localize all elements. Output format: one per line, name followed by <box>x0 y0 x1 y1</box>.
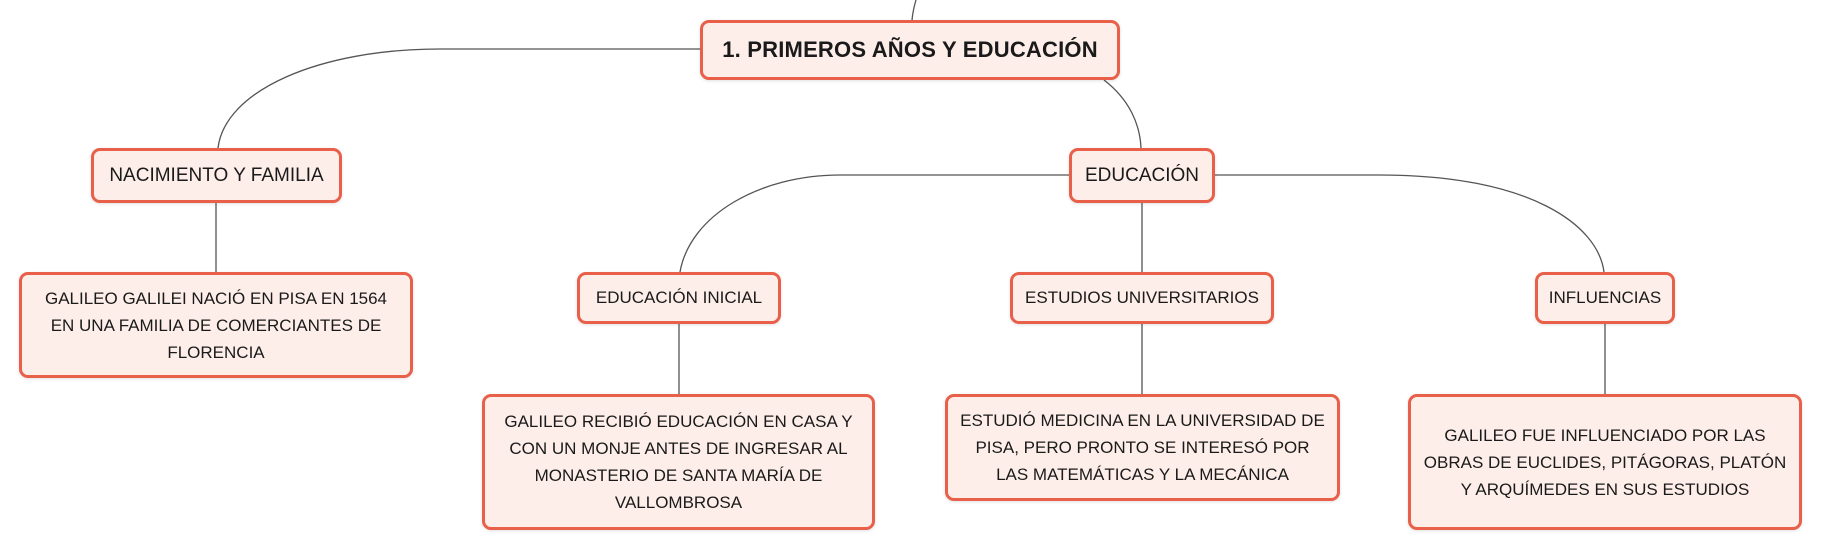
estudios-universitarios-detail-node[interactable]: ESTUDIÓ MEDICINA EN LA UNIVERSIDAD DE PI… <box>945 394 1340 501</box>
nacimiento-detail-node[interactable]: GALILEO GALILEI NACIÓ EN PISA EN 1564 EN… <box>19 272 413 378</box>
connector-root-to-nacimiento <box>217 48 700 149</box>
connector-parent-to-root <box>911 0 917 21</box>
estudios-universitarios-node[interactable]: ESTUDIOS UNIVERSITARIOS <box>1010 272 1274 324</box>
connector-educacion-to-inicial <box>679 174 1070 273</box>
root-node[interactable]: 1. PRIMEROS AÑOS Y EDUCACIÓN <box>700 20 1120 80</box>
estudios-universitarios-detail-text: ESTUDIÓ MEDICINA EN LA UNIVERSIDAD DE PI… <box>960 411 1325 484</box>
estudios-universitarios-label: ESTUDIOS UNIVERSITARIOS <box>1025 288 1259 307</box>
influencias-label: INFLUENCIAS <box>1548 288 1662 307</box>
influencias-node[interactable]: INFLUENCIAS <box>1535 272 1675 324</box>
educacion-inicial-label: EDUCACIÓN INICIAL <box>595 288 763 307</box>
influencias-detail-node[interactable]: GALILEO FUE INFLUENCIADO POR LAS OBRAS D… <box>1408 394 1802 530</box>
educacion-inicial-detail-text: GALILEO RECIBIÓ EDUCACIÓN EN CASA Y CON … <box>504 412 853 512</box>
root-node-label: 1. PRIMEROS AÑOS Y EDUCACIÓN <box>722 37 1098 62</box>
nacimiento-detail-text: GALILEO GALILEI NACIÓ EN PISA EN 1564 EN… <box>44 288 388 362</box>
influencias-detail-text: GALILEO FUE INFLUENCIADO POR LAS OBRAS D… <box>1423 425 1787 499</box>
educacion-label: EDUCACIÓN <box>1084 164 1199 186</box>
educacion-inicial-detail-node[interactable]: GALILEO RECIBIÓ EDUCACIÓN EN CASA Y CON … <box>482 394 875 530</box>
educacion-node[interactable]: EDUCACIÓN <box>1069 148 1215 203</box>
nacimiento-familia-node[interactable]: NACIMIENTO Y FAMILIA <box>91 148 342 203</box>
nacimiento-familia-label: NACIMIENTO Y FAMILIA <box>109 164 324 186</box>
connector-educacion-to-influencias <box>1214 174 1605 273</box>
educacion-inicial-node[interactable]: EDUCACIÓN INICIAL <box>577 272 781 324</box>
connector-root-to-educacion <box>1103 79 1142 149</box>
